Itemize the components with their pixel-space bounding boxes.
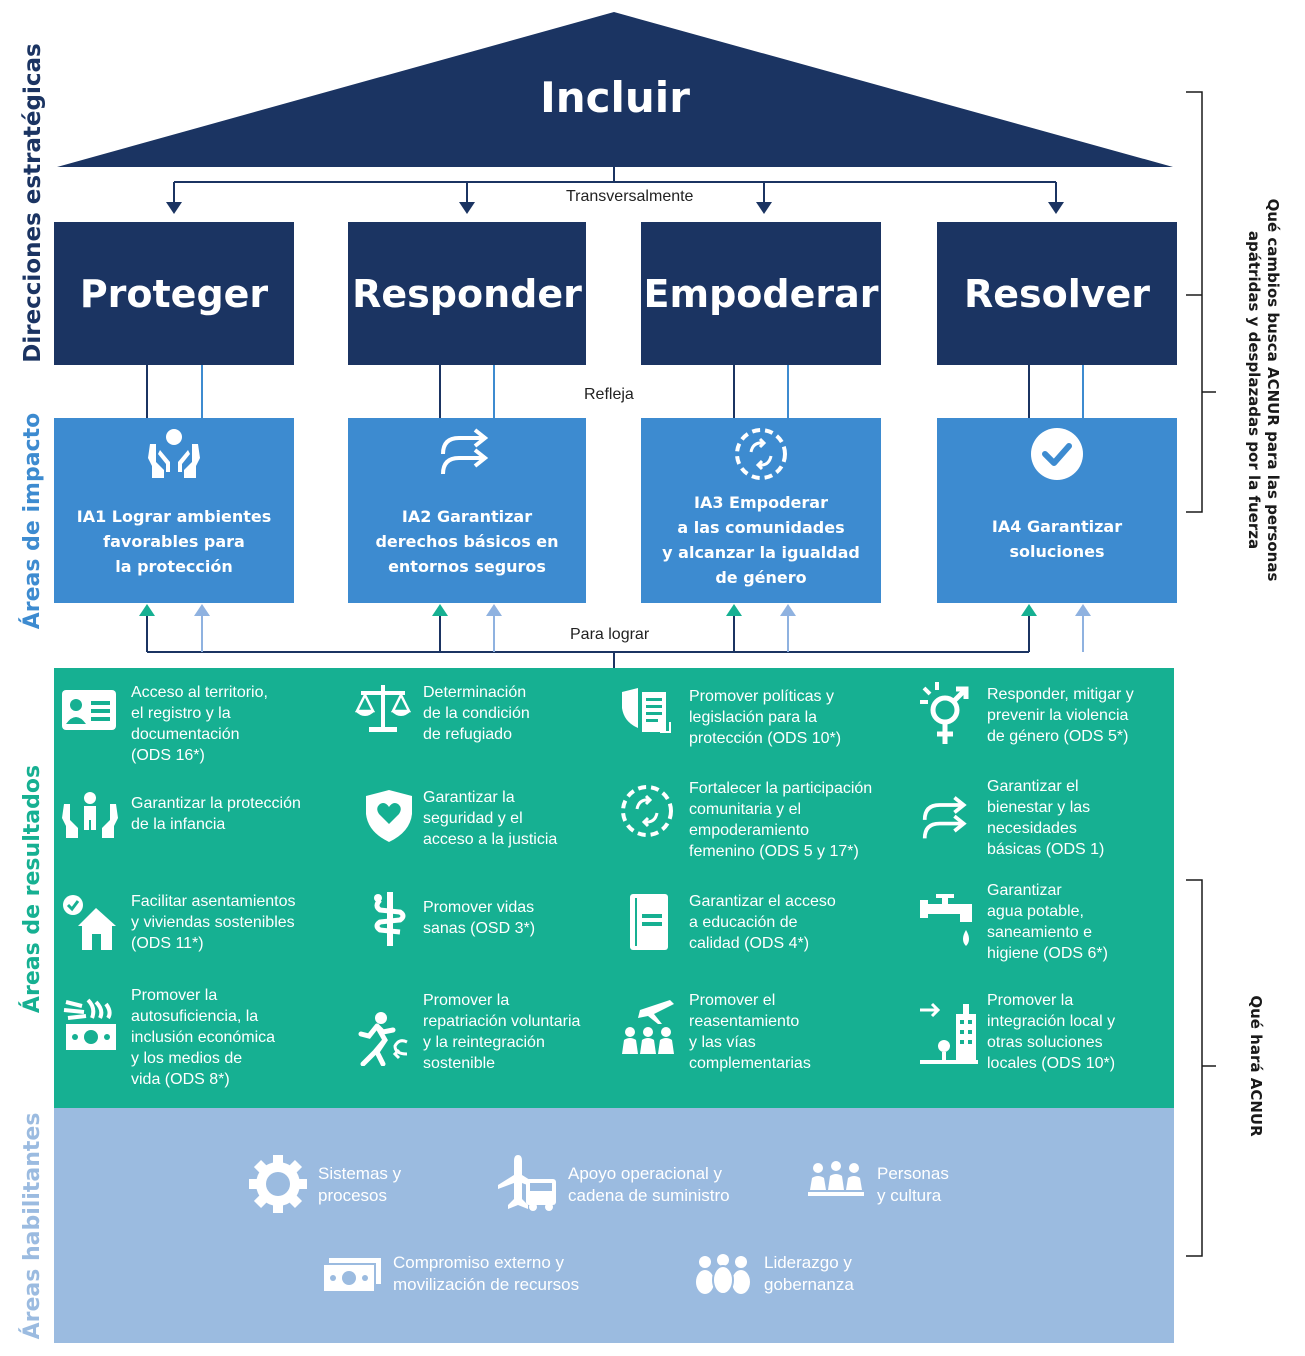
enabling-areas-panel bbox=[54, 1108, 1174, 1343]
roof-triangle bbox=[57, 12, 1173, 167]
impact-area-ia4: IA4 Garantizar soluciones bbox=[937, 418, 1177, 603]
outcome-area-item: Facilitar asentamientos y viviendas sost… bbox=[131, 893, 296, 952]
transversal-label: Transversalmente bbox=[562, 188, 698, 206]
right-brackets bbox=[1186, 91, 1216, 1257]
impact-area-title: IA4 Garantizar soluciones bbox=[991, 517, 1123, 561]
outcome-area-item: Fortalecer la participación comunitaria … bbox=[689, 780, 873, 860]
refleja-label: Refleja bbox=[580, 386, 638, 404]
direction-resolver: Resolver bbox=[937, 222, 1177, 365]
plane-family-icon bbox=[622, 1000, 674, 1054]
hands-person-icon bbox=[148, 429, 200, 478]
direction-proteger: Proteger bbox=[54, 222, 294, 365]
direction-label: Responder bbox=[352, 271, 582, 316]
book-icon bbox=[630, 894, 668, 950]
money-icon bbox=[323, 1258, 381, 1292]
enabling-area-item: Personas y cultura bbox=[877, 1164, 949, 1205]
direction-label: Empoderar bbox=[643, 271, 879, 316]
outcome-areas-panel bbox=[54, 668, 1174, 1108]
outcome-area-item: Determinación de la condición de refugia… bbox=[423, 684, 530, 743]
walking-return-icon bbox=[358, 1012, 408, 1066]
side-label-direcciones: Direcciones estratégicas bbox=[20, 43, 46, 363]
people-icon bbox=[808, 1161, 864, 1196]
id-card-icon bbox=[62, 690, 116, 730]
impact-area-ia1: IA1 Lograr ambientes favorables para la … bbox=[54, 418, 294, 603]
circular-arrows-icon bbox=[621, 785, 673, 837]
child-protection-icon bbox=[62, 792, 118, 838]
side-label-resultados: Áreas de resultados bbox=[20, 764, 45, 1014]
gender-icon bbox=[920, 682, 969, 744]
right-label-line1: Qué cambios busca ACNUR para las persona… bbox=[1264, 198, 1282, 582]
outcome-area-item: Garantizar el acceso a educación de cali… bbox=[689, 893, 836, 952]
roof-title: Incluir bbox=[540, 73, 690, 122]
direction-responder: Responder bbox=[348, 222, 586, 365]
direction-label: Resolver bbox=[963, 271, 1151, 316]
money-wheat-icon bbox=[63, 998, 116, 1050]
outcome-area-item: Promover políticas y legislación para la… bbox=[689, 688, 842, 747]
outcome-area-item: Garantizar la protección de la infancia bbox=[131, 795, 301, 833]
impact-area-title: IA3 Empoderar a las comunidades y alcanz… bbox=[662, 493, 860, 587]
enabling-area-item: Compromiso externo y movilización de rec… bbox=[393, 1253, 580, 1294]
gear-icon bbox=[249, 1155, 307, 1213]
outcome-area-item: Responder, mitigar y prevenir la violenc… bbox=[987, 686, 1134, 745]
group-icon bbox=[696, 1254, 750, 1294]
outcome-area-item: Promover la autosuficiencia, la inclusió… bbox=[131, 987, 276, 1088]
direction-label: Proteger bbox=[79, 271, 269, 316]
outcome-area-item: Acceso al territorio, el registro y la d… bbox=[131, 684, 268, 764]
city-integration-icon bbox=[920, 1002, 978, 1064]
outcome-area-item: Garantizar agua potable, saneamiento e h… bbox=[987, 882, 1108, 962]
outcome-area-item: Garantizar el bienestar y las necesidade… bbox=[987, 778, 1105, 858]
circular-arrows-icon bbox=[735, 428, 787, 480]
outcome-area-item: Promover la repatriación voluntaria y la… bbox=[423, 992, 581, 1072]
outcome-area-item: Garantizar la seguridad y el acceso a la… bbox=[423, 789, 558, 848]
right-label-line2: apátridas y desplazadas por la fuerza bbox=[1245, 230, 1263, 550]
impact-area-title: IA2 Garantizar derechos básicos en entor… bbox=[375, 507, 559, 576]
right-label-que-hara: Qué hará ACNUR bbox=[1247, 995, 1265, 1137]
enabling-area-item: Apoyo operacional y cadena de suministro bbox=[568, 1164, 730, 1205]
double-arrow-icon bbox=[441, 428, 489, 475]
impact-area-ia3: IA3 Empoderar a las comunidades y alcanz… bbox=[641, 418, 881, 603]
enabling-area-item: Liderazgo y gobernanza bbox=[764, 1253, 854, 1294]
check-circle-icon bbox=[1031, 428, 1083, 480]
enabling-area-item: Sistemas y procesos bbox=[318, 1164, 402, 1205]
outcome-area-item: Promover la integración local y otras so… bbox=[987, 992, 1116, 1072]
heart-shield-icon bbox=[366, 790, 412, 842]
house-check-icon bbox=[63, 895, 116, 950]
water-tap-icon bbox=[920, 894, 972, 946]
para-lograr-label: Para lograr bbox=[566, 626, 654, 644]
connector-lines bbox=[139, 167, 1091, 668]
double-arrow-icon bbox=[922, 796, 967, 839]
right-label-que-cambios: Qué cambios busca ACNUR para las persona… bbox=[1242, 170, 1282, 610]
side-label-impacto: Áreas de impacto bbox=[20, 412, 45, 630]
scales-icon bbox=[355, 685, 411, 732]
health-icon bbox=[374, 892, 406, 946]
outcome-area-item: Promover el reasentamiento y las vías co… bbox=[689, 992, 811, 1072]
outcome-area-item: Promover vidas sanas (OSD 3*) bbox=[423, 899, 536, 937]
direction-empoderar: Empoderar bbox=[641, 222, 881, 365]
impact-area-ia2: IA2 Garantizar derechos básicos en entor… bbox=[348, 418, 586, 603]
side-label-habilitantes: Áreas habilitantes bbox=[20, 1112, 45, 1340]
shield-document-icon bbox=[622, 688, 671, 733]
plane-truck-icon bbox=[498, 1155, 556, 1211]
impact-area-title: IA1 Lograr ambientes favorables para la … bbox=[76, 507, 272, 576]
